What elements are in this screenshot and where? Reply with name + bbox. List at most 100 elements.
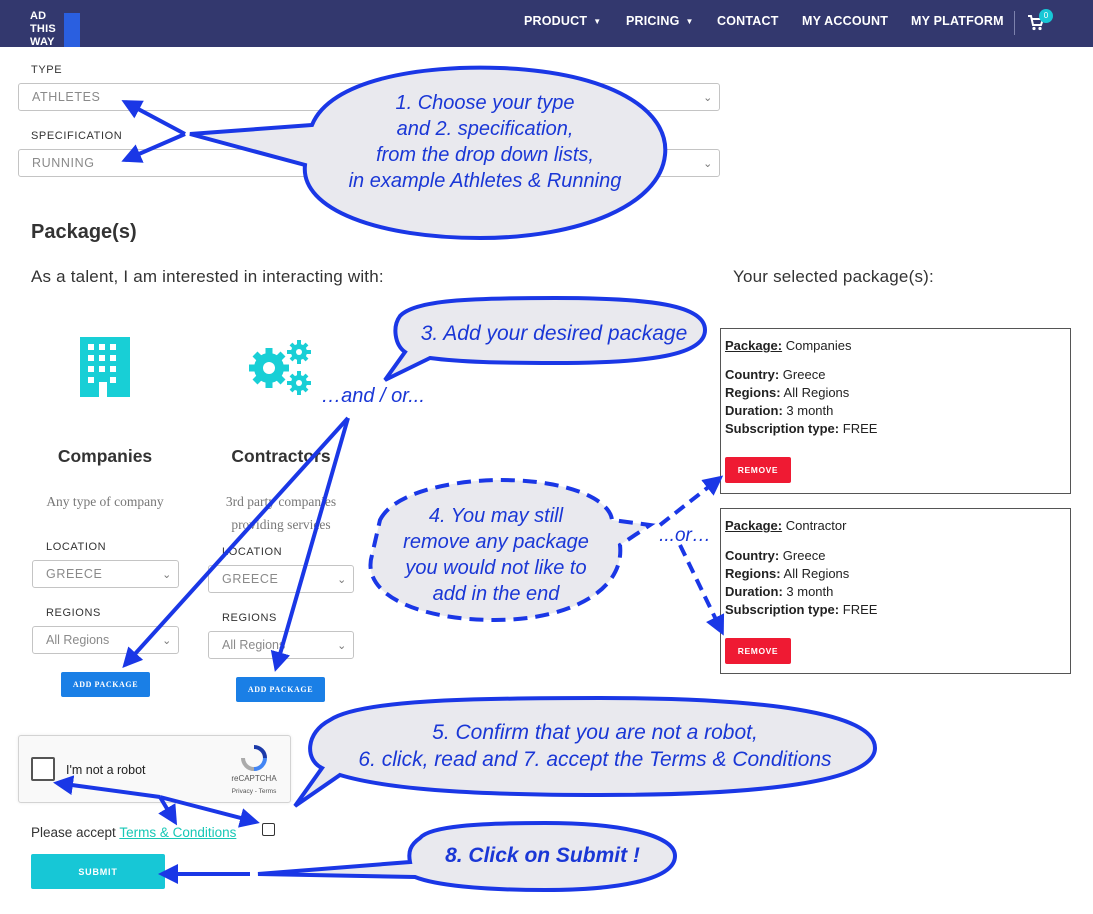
remove-package-button[interactable]: REMOVE <box>725 638 791 664</box>
card-contractors-regions-label: REGIONS <box>222 612 277 624</box>
specification-label: SPECIFICATION <box>31 130 123 142</box>
add-package-companies-button[interactable]: ADD PACKAGE <box>61 672 150 697</box>
callout-4-line: you would not like to <box>405 557 587 579</box>
card-companies-location-select[interactable]: GREECE⌄ <box>32 560 179 588</box>
selected-package-name: Package: Contractor <box>725 517 1066 535</box>
packages-heading: Package(s) <box>31 221 137 243</box>
card-companies-regions-label: REGIONS <box>46 607 101 619</box>
recaptcha-brand: reCAPTCHA <box>231 774 277 783</box>
selected-package-country: Country: Greece <box>725 547 1066 565</box>
card-contractors-location-label: LOCATION <box>222 546 283 558</box>
chevron-down-icon: ⌄ <box>162 634 172 647</box>
selected-packages-heading: Your selected package(s): <box>733 267 934 286</box>
card-companies-title: Companies <box>57 446 153 466</box>
callout-1-line: 1. Choose your type <box>395 92 575 114</box>
terms-link[interactable]: Terms & Conditions <box>119 825 237 840</box>
country-value: Greece <box>782 548 826 563</box>
selected-package-regions: Regions: All Regions <box>725 565 1066 583</box>
package-value: Companies <box>785 338 852 353</box>
terms-prefix: Please accept <box>31 825 116 840</box>
brand-logo[interactable]: AD THIS WAY <box>30 9 82 48</box>
selected-package-name: Package: Companies <box>725 337 1066 355</box>
arrow-to-remove-1 <box>658 475 724 527</box>
logo-word-1: AD <box>30 10 47 22</box>
duration-value: 3 month <box>786 584 834 599</box>
card-contractors-regions-value: All Regions <box>222 638 286 652</box>
callout-1-line: from the drop down lists, <box>376 144 594 166</box>
chevron-down-icon: ⌄ <box>703 157 713 170</box>
selected-package-country: Country: Greece <box>725 366 1066 384</box>
callout-4-line: add in the end <box>432 583 560 605</box>
card-companies-desc: Any type of company <box>46 494 164 509</box>
package-label: Package: <box>725 338 783 353</box>
package-label: Package: <box>725 518 783 533</box>
callout-4-line: remove any package <box>403 531 589 553</box>
card-companies-location-value: GREECE <box>46 567 103 581</box>
nav-product[interactable]: PRODUCT ▼ <box>524 14 601 28</box>
recaptcha-checkbox[interactable] <box>31 757 55 781</box>
country-label: Country: <box>725 367 780 382</box>
add-package-contractors-button[interactable]: ADD PACKAGE <box>236 677 325 702</box>
building-icon <box>80 337 130 397</box>
recaptcha-logo-icon <box>240 744 268 772</box>
card-contractors-desc-line-2: providing services <box>231 517 331 532</box>
duration-value: 3 month <box>786 403 834 418</box>
recaptcha-label: I'm not a robot <box>66 763 146 777</box>
regions-label: Regions: <box>725 566 781 581</box>
regions-value: All Regions <box>783 566 850 581</box>
submit-button[interactable]: SUBMIT <box>31 854 165 889</box>
type-select-value: ATHLETES <box>32 90 101 104</box>
cart-count-badge: 0 <box>1039 9 1053 23</box>
callout-5-line: 5. Confirm that you are not a robot, <box>432 721 758 744</box>
callout-3-text: 3. Add your desired package <box>420 322 688 345</box>
card-contractors-title: Contractors <box>231 446 331 466</box>
duration-label: Duration: <box>725 584 783 599</box>
card-companies-location-label: LOCATION <box>46 541 107 553</box>
chevron-down-icon: ▼ <box>593 17 602 26</box>
subscription-label: Subscription type: <box>725 602 840 617</box>
selected-package-subscription: Subscription type: FREE <box>725 420 1066 438</box>
card-contractors-desc-line-1: 3rd party companies <box>225 494 337 509</box>
nav-divider <box>1014 11 1015 35</box>
package-value: Contractor <box>785 518 847 533</box>
logo-word-3: WAY <box>30 36 55 48</box>
callout-5-text: 5. Confirm that you are not a robot, 6. … <box>330 719 860 773</box>
arrow-to-remove-2 <box>678 544 725 636</box>
nav-contact[interactable]: CONTACT <box>717 14 779 28</box>
nav-my-account[interactable]: MY ACCOUNT <box>802 14 889 28</box>
remove-package-button[interactable]: REMOVE <box>725 457 791 483</box>
and-or-text: …and / or... <box>321 385 425 407</box>
logo-word-2: THIS <box>30 23 56 35</box>
card-companies-regions-select[interactable]: All Regions ⌄ <box>32 626 179 654</box>
regions-label: Regions: <box>725 385 781 400</box>
selected-package-card: Package: Contractor Country: Greece Regi… <box>720 508 1071 674</box>
or-text: ...or… <box>659 525 711 546</box>
nav-pricing[interactable]: PRICING▼ <box>626 14 694 28</box>
recaptcha-privacy-terms[interactable]: Privacy - Terms <box>231 788 277 795</box>
card-contractors-location-select[interactable]: GREECE⌄ <box>208 565 354 593</box>
chevron-down-icon: ⌄ <box>337 573 347 586</box>
subscription-label: Subscription type: <box>725 421 840 436</box>
packages-intro: As a talent, I am interested in interact… <box>31 267 384 286</box>
nav-product-label: PRODUCT <box>524 14 588 28</box>
selected-package-duration: Duration: 3 month <box>725 583 1066 601</box>
duration-label: Duration: <box>725 403 783 418</box>
selected-package-subscription: Subscription type: FREE <box>725 601 1066 619</box>
country-value: Greece <box>782 367 826 382</box>
top-navbar: AD THIS WAY PRODUCT ▼ PRICING▼ CONTACT MY… <box>0 0 1093 48</box>
nav-pricing-label: PRICING <box>626 14 680 28</box>
type-label: TYPE <box>31 64 63 76</box>
country-label: Country: <box>725 548 780 563</box>
card-companies-regions-value: All Regions <box>46 633 110 647</box>
selected-package-card: Package: Companies Country: Greece Regio… <box>720 328 1071 494</box>
recaptcha-widget: I'm not a robot reCAPTCHA Privacy - Term… <box>18 735 291 803</box>
nav-my-platform[interactable]: MY PLATFORM <box>911 14 1004 28</box>
terms-row: Please accept Terms & Conditions <box>31 825 236 840</box>
selected-package-regions: Regions: All Regions <box>725 384 1066 402</box>
callout-5-line: 6. click, read and 7. accept the Terms &… <box>358 748 832 771</box>
card-contractors-regions-select[interactable]: All Regions⌄ <box>208 631 354 659</box>
callout-1-line: in example Athletes & Running <box>348 170 622 192</box>
chevron-down-icon: ⌄ <box>703 91 713 104</box>
regions-value: All Regions <box>783 385 850 400</box>
terms-checkbox[interactable] <box>262 823 275 836</box>
